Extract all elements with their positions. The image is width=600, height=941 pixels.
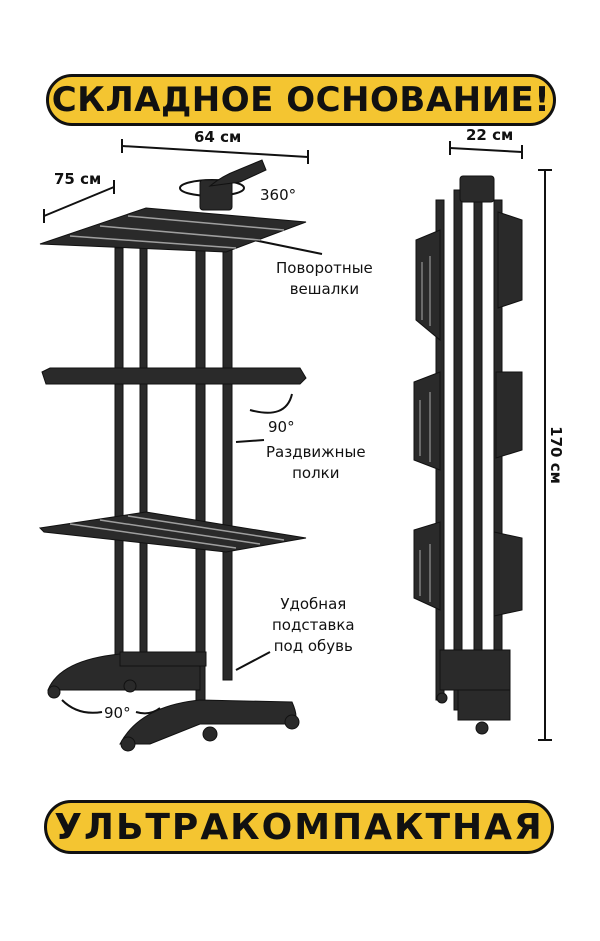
headline-bottom-banner: УЛЬТРАКОМПАКТНАЯ [44, 800, 554, 854]
height-label: 170 см [547, 426, 565, 484]
headline-top-banner: СКЛАДНОЕ ОСНОВАНИЕ! [46, 74, 556, 126]
dryer-folded [413, 175, 523, 735]
feature-extendable-shelves-line2: полки [292, 464, 340, 482]
rotation-label: 360° [260, 186, 297, 204]
feature-shoe-stand-line1: Удобная [280, 595, 347, 613]
base-angle-label: 90° [104, 704, 131, 722]
feature-extendable-shelves: Раздвижные полки [266, 442, 366, 484]
dryer-unfolded [38, 159, 307, 752]
feature-shoe-stand: Удобная подставка под обувь [272, 594, 355, 657]
feature-rotating-hangers-line1: Поворотные [276, 259, 373, 277]
width-label: 64 см [194, 128, 242, 146]
feature-rotating-hangers: Поворотные вешалки [276, 258, 373, 300]
shelf-slats [69, 215, 285, 549]
headline-bottom-text: УЛЬТРАКОМПАКТНАЯ [54, 806, 544, 848]
shelf-angle-label: 90° [268, 418, 295, 436]
feature-rotating-hangers-line2: вешалки [289, 280, 360, 298]
depth-label: 75 см [54, 170, 102, 188]
dimension-lines [43, 139, 552, 741]
headline-top-text: СКЛАДНОЕ ОСНОВАНИЕ! [51, 80, 551, 120]
feature-shoe-stand-line2: подставка [272, 616, 355, 634]
feature-shoe-stand-line3: под обувь [273, 637, 353, 655]
folded-width-label: 22 см [466, 126, 514, 144]
folded-shelf-slats [419, 256, 431, 602]
feature-extendable-shelves-line1: Раздвижные [266, 443, 366, 461]
